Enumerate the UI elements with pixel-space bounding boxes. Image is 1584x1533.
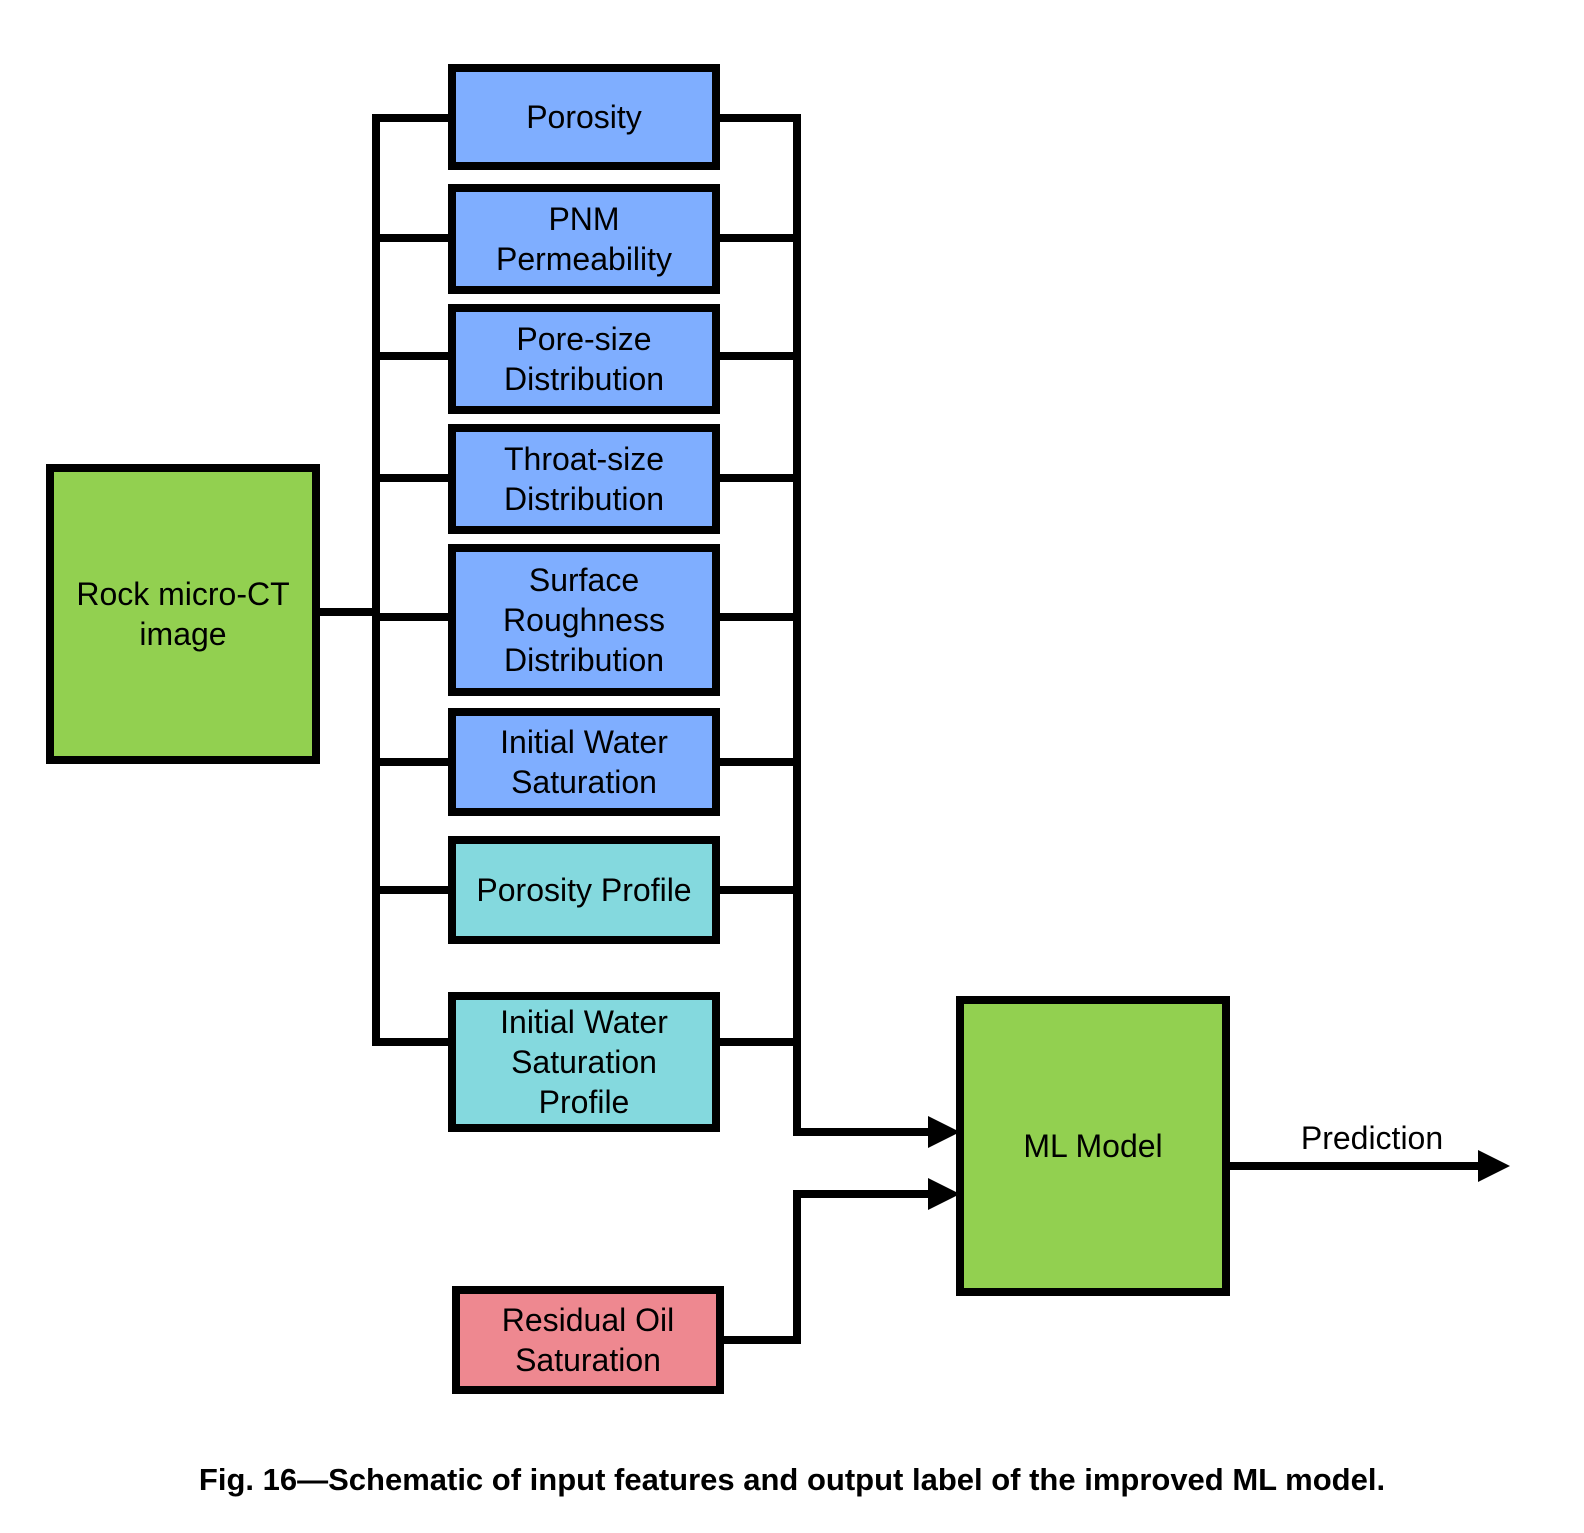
feature-box-surface-roughness-distribution-text-line: Surface <box>529 562 639 598</box>
output-arrow-head <box>1478 1150 1510 1182</box>
feature-box-porosity-profile: Porosity Profile <box>448 836 720 944</box>
residual-arrow-head <box>928 1178 960 1210</box>
rock-micro-ct-image-box-rect <box>46 464 320 764</box>
feature-arrow-head <box>928 1116 960 1148</box>
feature-box-throat-size-distribution-text-line: Throat-size <box>504 441 664 477</box>
rock-micro-ct-image-box-text-line: image <box>139 616 226 652</box>
feature-box-pore-size-distribution-text-line: Pore-size <box>516 321 651 357</box>
prediction-label: Prediction <box>1301 1120 1443 1156</box>
connector-lines <box>312 114 1510 1344</box>
residual-to-model-line <box>716 1190 932 1344</box>
feature-box-porosity-rect <box>448 64 720 170</box>
feature-box-surface-roughness-distribution-text-line: Roughness <box>503 602 665 638</box>
residual-oil-saturation-box-rect <box>452 1286 724 1394</box>
ml-model-box: ML Model <box>956 996 1230 1296</box>
feature-box-pnm-permeability-rect <box>448 184 720 294</box>
residual-oil-saturation-box-text-line: Saturation <box>515 1342 661 1378</box>
rock-micro-ct-image-box-text-line: Rock micro-CT <box>76 576 289 612</box>
ml-model-box-rect <box>956 996 1230 1296</box>
feature-box-initial-water-saturation-text-line: Initial Water <box>500 724 668 760</box>
feature-box-porosity-text-line: Porosity <box>526 99 642 135</box>
rock-micro-ct-image-box: Rock micro-CT image <box>46 464 320 764</box>
residual-oil-saturation-box-text-line: Residual Oil <box>502 1302 675 1338</box>
right-bus-line <box>793 118 932 1136</box>
feature-box-surface-roughness-distribution-text-line: Distribution <box>504 642 664 678</box>
figure-caption: Fig. 16—Schematic of input features and … <box>198 1462 1386 1497</box>
feature-box-initial-water-saturation-text-line: Saturation <box>511 764 657 800</box>
feature-box-surface-roughness-distribution-rect <box>448 544 720 696</box>
feature-box-porosity: Porosity <box>448 64 720 170</box>
feature-box-initial-water-saturation-rect <box>448 708 720 816</box>
diagram-labels: Prediction <box>1301 1120 1443 1156</box>
feature-box-initial-water-saturation-profile-text-line: Saturation <box>511 1044 657 1080</box>
ml-model-box-text-line: ML Model <box>1023 1128 1162 1164</box>
feature-box-pnm-permeability-text-line: Permeability <box>496 241 672 277</box>
feature-box-throat-size-distribution-rect <box>448 424 720 534</box>
feature-box-porosity-profile-rect <box>448 836 720 944</box>
feature-box-initial-water-saturation-profile-rect <box>448 992 720 1132</box>
feature-box-pnm-permeability-text-line: PNM <box>548 201 619 237</box>
feature-box-pore-size-distribution-rect <box>448 304 720 414</box>
feature-box-porosity-profile-text-line: Porosity Profile <box>476 872 691 908</box>
feature-box-throat-size-distribution-text-line: Distribution <box>504 481 664 517</box>
feature-box-pnm-permeability: PNM Permeability <box>448 184 720 294</box>
feature-box-initial-water-saturation-profile-text-line: Profile <box>539 1084 630 1120</box>
feature-box-initial-water-saturation-profile-text-line: Initial Water <box>500 1004 668 1040</box>
feature-box-pore-size-distribution-text-line: Distribution <box>504 361 664 397</box>
